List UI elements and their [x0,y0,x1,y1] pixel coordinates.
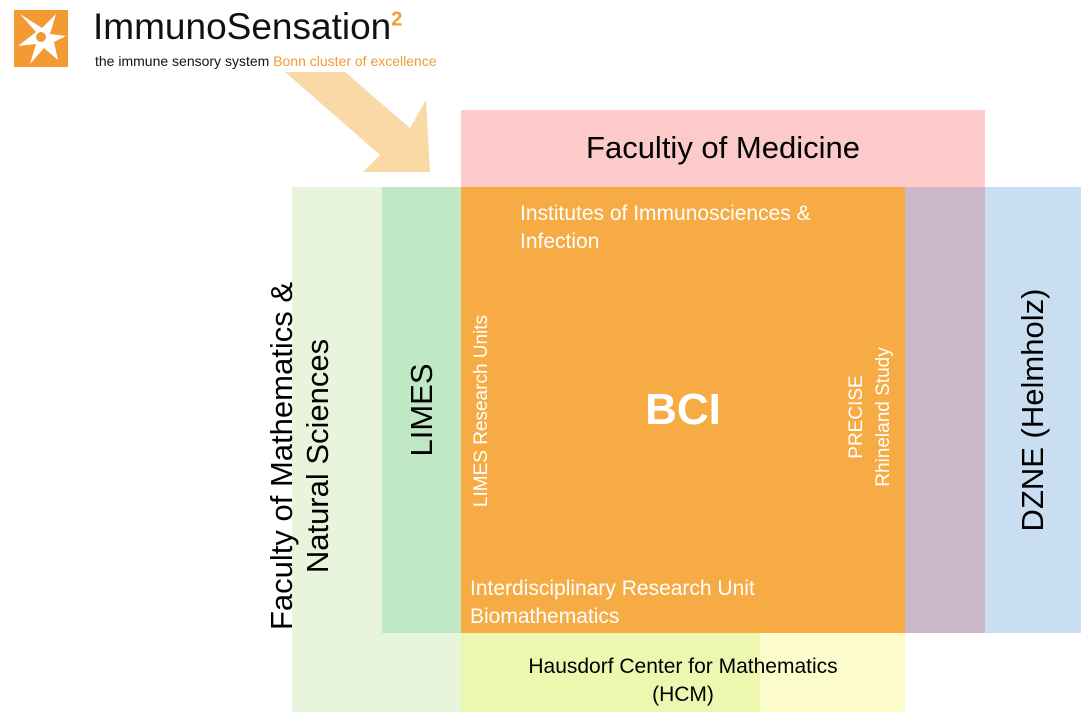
logo-title-text: ImmunoSensation [93,6,392,47]
faculty-medicine-box [461,110,985,187]
bci-label: BCI [645,385,721,434]
math-faculty-label: Faculty of Mathematics & Natural Science… [264,196,336,716]
institutes-line2: Infection [520,230,600,253]
hcm-line1: Hausdorf Center for Mathematics [528,655,838,678]
dzne-box [985,187,1081,633]
logo-title: ImmunoSensation2 [93,6,402,48]
precise-line2: Rhineland Study [873,347,894,487]
institutes-line1: Institutes of Immunosciences & [520,202,811,225]
precise-label: PRECISE Rhineland Study [843,317,897,517]
tagline-text: the immune sensory system [95,53,270,69]
hcm-label: Hausdorf Center for Mathematics (HCM) [461,653,905,709]
institutes-label: Institutes of Immunosciences & Infection [520,200,811,256]
logo-tagline: the immune sensory system Bonn cluster o… [95,53,437,69]
faculty-medicine-label: Facultiy of Medicine [586,130,860,165]
dzne-label: DZNE (Helmholz) [1015,288,1050,532]
hcm-math-overlap [461,633,760,712]
limes-label: LIMES [404,363,439,457]
tagline-accent: Bonn cluster of excellence [273,53,437,69]
logo [14,10,68,67]
limes-box [382,187,461,633]
math-faculty-line2: Natural Sciences [300,338,335,574]
biomath-line2: Biomathematics [470,605,620,628]
hcm-line2: (HCM) [652,683,714,706]
precise-line1: PRECISE [846,375,867,459]
precise-box [905,187,985,633]
bci-box [461,187,905,633]
logo-superscript: 2 [391,8,403,31]
star-cell-icon [18,14,66,64]
arrow-icon [285,72,430,172]
math-faculty-line1: Faculty of Mathematics & [264,282,299,631]
biomath-line1: Interdisciplinary Research Unit [470,577,755,600]
biomath-label: Interdisciplinary Research Unit Biomathe… [470,575,755,631]
limes-units-label: LIMES Research Units [471,314,492,508]
